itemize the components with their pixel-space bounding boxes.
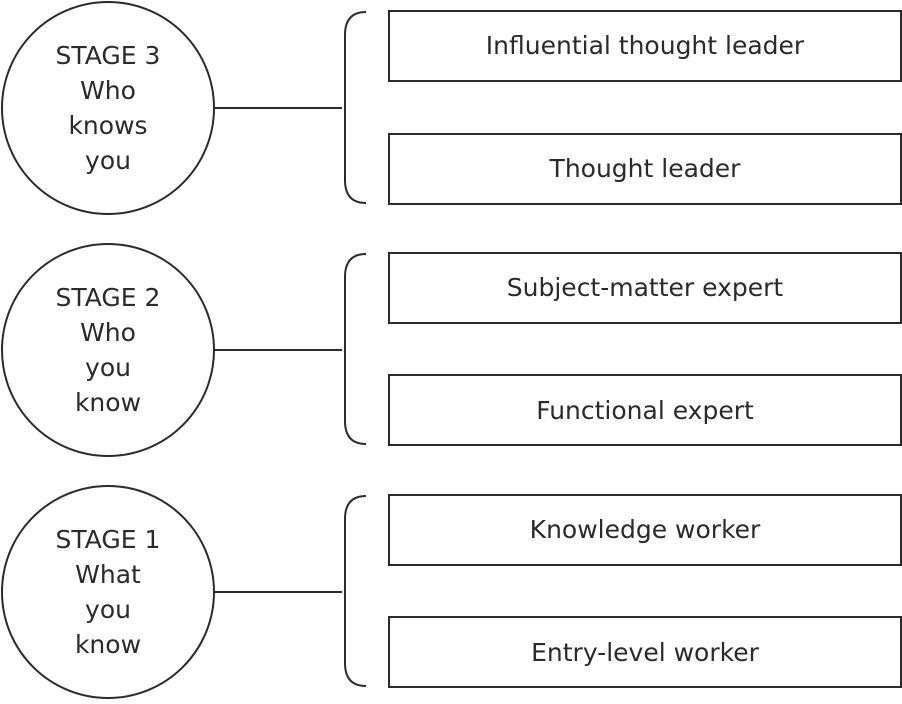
stage-group-2: STAGE 2 Who you know Subject-matter expe…: [0, 242, 902, 462]
stage-2-bracket: [344, 253, 367, 445]
stage-description-line: you: [85, 146, 131, 175]
stage-group-3: STAGE 3 Who knows you Influential though…: [0, 0, 902, 220]
role-box: Entry-level worker: [531, 637, 759, 667]
stage-3-box-lower-outline: [388, 133, 902, 205]
role-box: Functional expert: [536, 395, 754, 425]
stage-circle: STAGE 1 What you know: [0, 484, 216, 700]
stage-2-box-upper-outline: [388, 252, 902, 324]
stage-description-line: know: [74, 630, 142, 659]
stage-number: STAGE 1: [55, 525, 161, 554]
stage-1-box-upper-outline: [388, 494, 902, 566]
role-box: Knowledge worker: [529, 514, 761, 544]
stage-2-box-lower-outline: [388, 374, 902, 446]
stage-number: STAGE 3: [55, 41, 161, 70]
stage-description-line: What: [75, 560, 141, 589]
stage-1-box-lower-outline: [388, 616, 902, 688]
stage-description-line: knows: [68, 111, 148, 140]
role-box: Influential thought leader: [485, 30, 805, 60]
stage-3-box-upper-outline: [388, 10, 902, 82]
stage-group-1: STAGE 1 What you know Knowledge worker E…: [0, 484, 902, 704]
stage-description-line: you: [85, 595, 131, 624]
stage-circle: STAGE 3 Who knows you: [0, 0, 216, 216]
stage-description-line: Who: [80, 76, 136, 105]
stage-description-line: you: [85, 353, 131, 382]
stage-3-bracket: [344, 11, 367, 204]
role-box: Subject-matter expert: [506, 272, 784, 302]
stage-circle: STAGE 2 Who you know: [0, 242, 216, 458]
stage-number: STAGE 2: [55, 283, 161, 312]
stage-1-bracket: [344, 495, 367, 687]
stage-description-line: Who: [80, 318, 136, 347]
stage-description-line: know: [74, 388, 142, 417]
role-box: Thought leader: [549, 153, 741, 183]
